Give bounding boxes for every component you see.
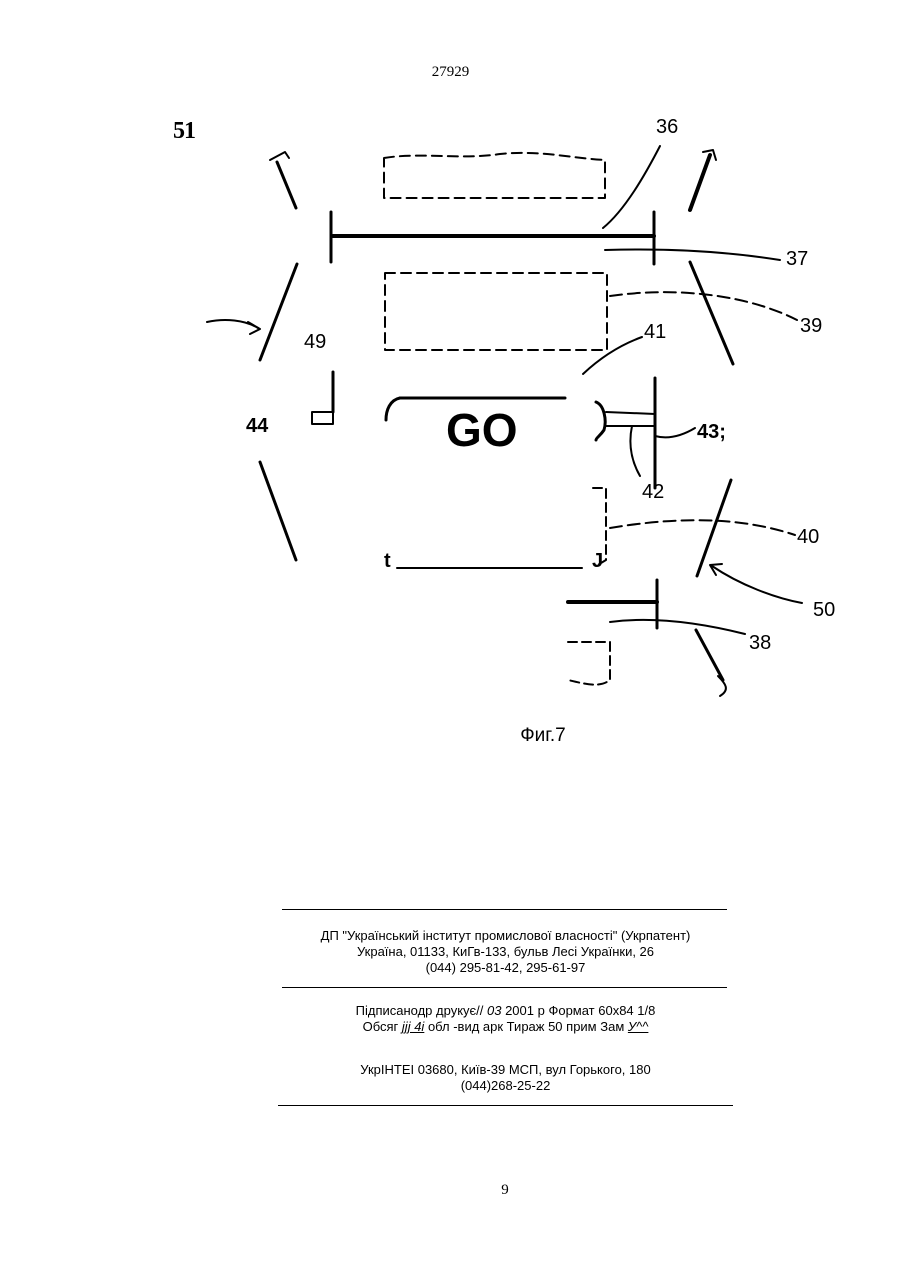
label-43: 43;: [697, 421, 726, 443]
go-bracket-left: [386, 398, 400, 420]
bottom-dashed-fragment: [568, 642, 610, 685]
signed-date: 03: [487, 1003, 501, 1018]
label-j: J: [592, 550, 603, 572]
label-38: 38: [749, 632, 771, 654]
label-49: 49: [304, 331, 326, 353]
label-42: 42: [642, 481, 664, 503]
leader-37: [605, 249, 780, 260]
figure-caption: Фиг.7: [0, 725, 901, 747]
right-diagonal-top: [690, 155, 710, 210]
top-dashed-box: [384, 153, 605, 198]
leader-40: [610, 520, 795, 535]
go-bracket-right: [596, 402, 605, 440]
label-39: 39: [800, 315, 822, 337]
right-diagonal-middle: [690, 262, 733, 364]
left-diagonal-top: [277, 162, 296, 208]
rule-bottom: [278, 1105, 733, 1106]
rule-middle: [282, 987, 727, 988]
signed-text: Підписанодр друкує//: [356, 1003, 487, 1018]
label-go: GO: [446, 404, 518, 456]
label-t: t: [384, 550, 391, 572]
publisher-block: ДП "Український інститут промислової вла…: [278, 928, 733, 976]
print-details-block: Підписанодр друкує// 03 2001 р Формат 60…: [278, 1003, 733, 1035]
label-44: 44: [246, 415, 269, 437]
rule-top: [282, 909, 727, 910]
lead-43a: [606, 412, 655, 414]
leader-36: [603, 146, 660, 228]
right-diagonal-lower: [697, 480, 731, 576]
publisher-line-3: (044) 295-81-42, 295-61-97: [278, 960, 733, 976]
arrow-left-head: [248, 322, 260, 334]
leader-43: [655, 428, 695, 437]
label-40: 40: [797, 526, 819, 548]
printer-line-1: УкрІНТЕІ 03680, Київ-39 МСП, вул Горьког…: [278, 1062, 733, 1078]
left-diagonal-middle: [260, 264, 297, 360]
arrow-50: [712, 566, 802, 603]
label-50: 50: [813, 599, 835, 621]
figure-7-drawing: 36 37 39 41 49 44 GO 43; 42 40 50 38 t J: [0, 0, 901, 780]
left-diagonal-bottom: [260, 462, 296, 560]
volume-text: Обсяг: [363, 1019, 402, 1034]
volume-value: jjj 4i: [402, 1019, 424, 1034]
publisher-line-1: ДП "Український інститут промислової вла…: [278, 928, 733, 944]
publisher-line-2: Україна, 01133, КиГв-133, бульв Лесі Укр…: [278, 944, 733, 960]
volume-line: Обсяг jjj 4i обл -вид арк Тираж 50 прим …: [278, 1019, 733, 1035]
signed-format: 2001 р Формат 60x84 1/8: [501, 1003, 655, 1018]
order-number: У^^: [628, 1019, 649, 1034]
right-diagonal-bottom: [696, 630, 723, 680]
label-37: 37: [786, 248, 808, 270]
label-41: 41: [644, 321, 666, 343]
left-diagonal-top-tick: [270, 152, 289, 160]
leader-41: [583, 337, 642, 374]
right-diagonal-bottom-tick: [718, 676, 726, 696]
leader-42: [630, 426, 640, 476]
element-49-box: [312, 412, 333, 424]
signed-line: Підписанодр друкує// 03 2001 р Формат 60…: [278, 1003, 733, 1019]
label-36: 36: [656, 116, 678, 138]
printer-block: УкрІНТЕІ 03680, Київ-39 МСП, вул Горьког…: [278, 1062, 733, 1094]
page-number: 9: [0, 1182, 901, 1199]
leader-38: [610, 620, 745, 634]
volume-run: обл -вид арк Тираж 50 прим Зам: [424, 1019, 628, 1034]
printer-line-2: (044)268-25-22: [278, 1078, 733, 1094]
middle-dashed-box: [385, 273, 607, 350]
